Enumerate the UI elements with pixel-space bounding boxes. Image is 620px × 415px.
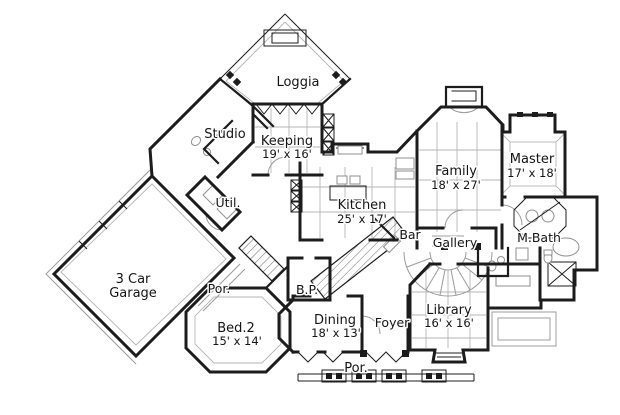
room-dims-kitchen: 25' x 17' [337,212,387,226]
room-label-por-front: Por. [344,361,368,376]
garage-outline [51,173,237,359]
util-outline [184,174,243,233]
room-label-garage2: Garage [109,286,157,301]
room-label-util: Util. [216,195,241,210]
room-dims-bed2: 15' x 14' [212,334,262,348]
room-dims-keeping: 19' x 16' [262,147,312,161]
ceiling-grid-layer [60,21,565,364]
room-label-bp: B.P. [296,282,318,297]
main-diagonal-stair [310,216,408,300]
room-label-studio: Studio [204,127,245,142]
room-label-mbath: M.Bath [517,230,561,245]
room-label-family: Family [435,164,477,179]
room-label-library: Library [426,303,472,318]
room-label-garage1: 3 Car [116,272,151,287]
room-label-kitchen: Kitchen [338,198,387,213]
room-dims-dining: 18' x 13' [311,326,361,340]
room-label-por-side: Por. [208,281,231,296]
room-label-dining: Dining [314,313,356,328]
room-label-master: Master [510,152,555,167]
room-label-bed2: Bed.2 [217,321,255,336]
room-dims-library: 16' x 16' [424,316,474,330]
room-label-foyer: Foyer [375,315,410,330]
bed2-outline [184,286,292,374]
room-label-bar: Bar [399,227,421,242]
room-dims-master: 17' x 18' [507,166,557,180]
room-label-gallery: Gallery [433,235,478,250]
label-layer: Loggia Studio Keeping 19' x 16' Util. 3 … [108,74,563,378]
back-stair [238,235,285,282]
stair-hatch-layer [238,216,408,300]
wall-layer [51,76,599,374]
room-label-keeping: Keeping [261,134,313,149]
room-label-loggia: Loggia [276,75,319,90]
room-dims-family: 18' x 27' [431,178,481,192]
